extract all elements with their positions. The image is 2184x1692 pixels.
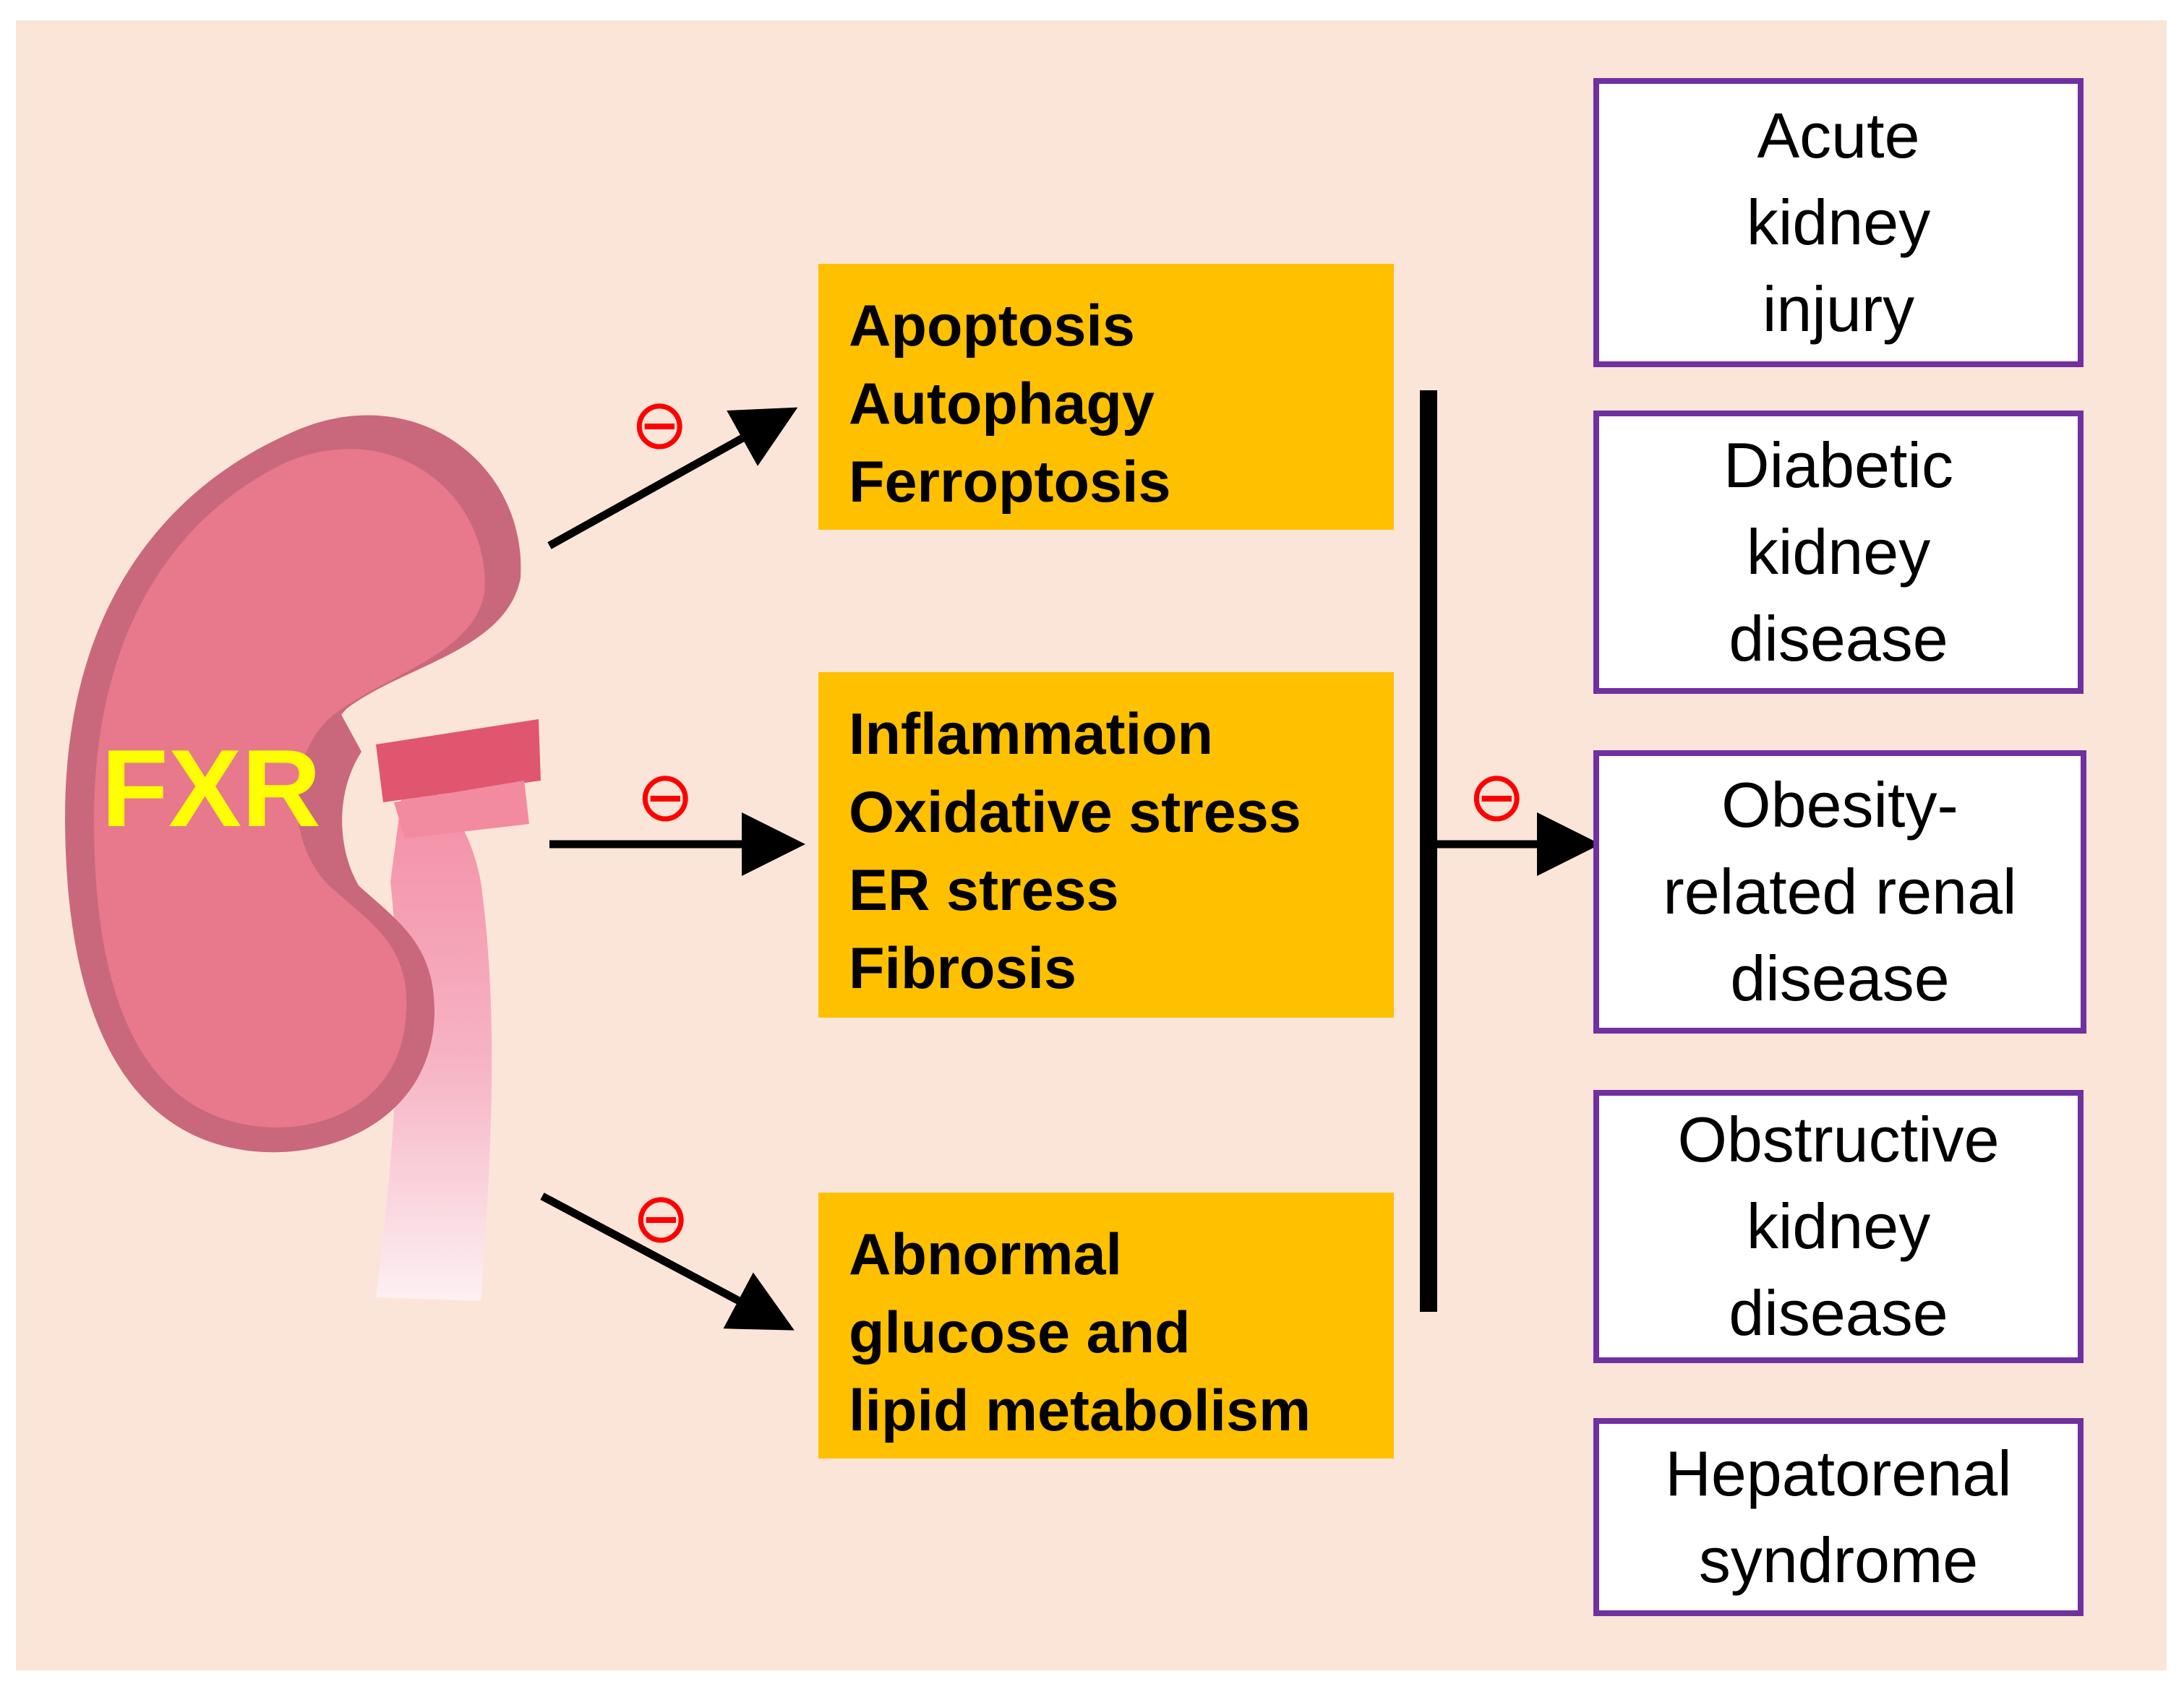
process-line: Autophagy <box>849 372 1155 437</box>
disease-line: Obesity- <box>1721 769 1958 841</box>
disease-line: Diabetic <box>1723 429 1953 501</box>
disease-box-diabetic-kidney-disease: Diabetic kidney disease <box>1593 411 2084 694</box>
process-line: Oxidative stress <box>849 780 1301 845</box>
fxr-label: FXR <box>101 727 321 850</box>
process-line: lipid metabolism <box>849 1378 1311 1443</box>
disease-line: Hepatorenal <box>1665 1438 2012 1509</box>
renal-artery <box>376 719 541 802</box>
disease-line: kidney <box>1746 1190 1931 1262</box>
disease-line: related renal <box>1663 856 2017 927</box>
inhibit-symbol: ⊖ <box>636 758 695 836</box>
process-box-inflammation: Inflammation Oxidative stress ER stress … <box>818 672 1394 1018</box>
process-line: Apoptosis <box>849 293 1135 358</box>
disease-line: injury <box>1762 273 1915 345</box>
inhibit-symbol: ⊖ <box>1468 758 1526 836</box>
disease-line: Acute <box>1757 100 1920 171</box>
disease-line: kidney <box>1746 186 1931 258</box>
kidney <box>94 449 485 1128</box>
disease-box-obstructive-kidney-disease: Obstructive kidney disease <box>1593 1090 2084 1363</box>
process-line: Ferroptosis <box>849 450 1171 515</box>
disease-line: syndrome <box>1698 1524 1979 1596</box>
disease-line: Obstructive <box>1677 1104 2000 1175</box>
process-line: Inflammation <box>849 702 1214 767</box>
disease-line: kidney <box>1746 516 1931 588</box>
disease-box-acute-kidney-injury: Acute kidney injury <box>1593 78 2084 367</box>
process-box-cell-death: Apoptosis Autophagy Ferroptosis <box>818 264 1394 530</box>
disease-line: disease <box>1729 1277 1948 1349</box>
process-line: glucose and <box>849 1300 1191 1365</box>
process-line: ER stress <box>849 858 1119 923</box>
inhibit-symbol: ⊖ <box>630 386 689 463</box>
process-line: Fibrosis <box>849 936 1077 1001</box>
inhibit-symbol: ⊖ <box>632 1180 690 1257</box>
disease-box-hepatorenal-syndrome: Hepatorenal syndrome <box>1593 1418 2084 1616</box>
disease-line: disease <box>1729 603 1948 674</box>
process-box-metabolism: Abnormal glucose and lipid metabolism <box>818 1193 1394 1459</box>
arrow-to-cell-death <box>547 407 798 549</box>
disease-box-obesity-related-renal-disease: Obesity- related renal disease <box>1593 750 2086 1034</box>
arrow-to-metabolism <box>540 1193 795 1331</box>
process-line: Abnormal <box>849 1222 1123 1287</box>
disease-line: disease <box>1730 942 1950 1014</box>
ureter <box>376 773 492 1301</box>
